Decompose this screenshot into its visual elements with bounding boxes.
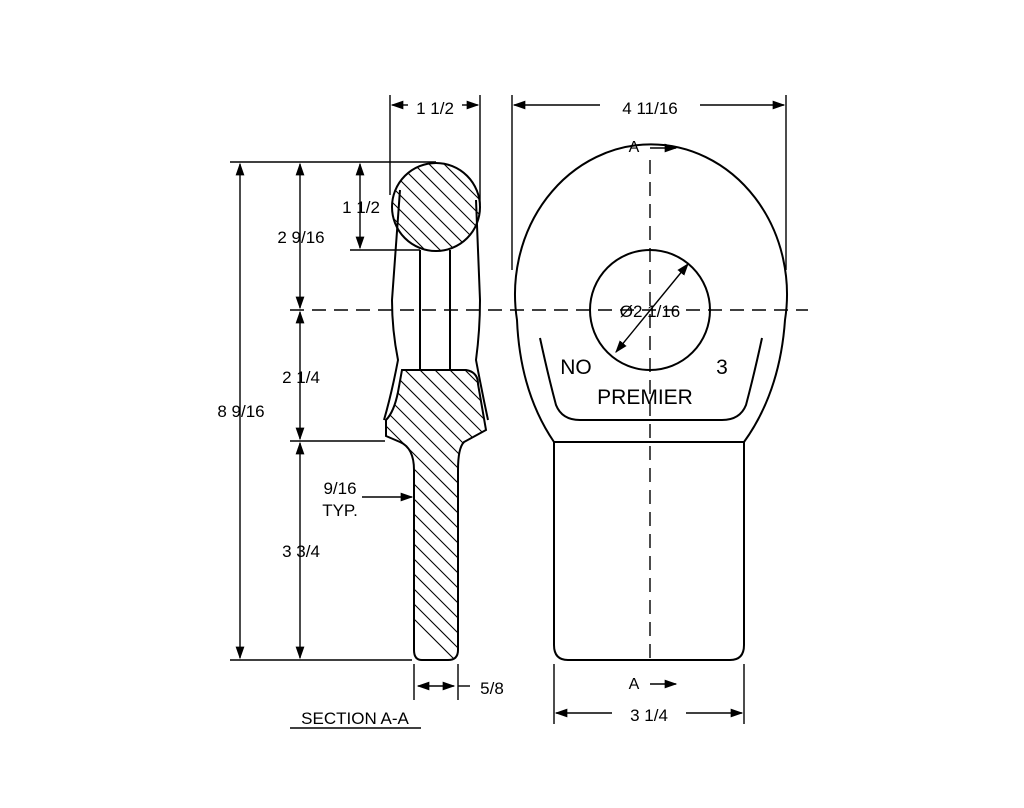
eye-left-edge bbox=[383, 189, 401, 421]
stamp-no: NO bbox=[560, 356, 592, 379]
hole-diameter-label: Ø2 1/16 bbox=[620, 302, 681, 321]
eye-outline bbox=[514, 143, 788, 661]
shank-width-label: 3 1/4 bbox=[630, 706, 668, 725]
labels: 1 1/2 1 1/2 2 9/16 2 1/4 8 9/16 9/16 TYP… bbox=[217, 99, 727, 728]
shank-section bbox=[385, 369, 488, 661]
eye-right-edge bbox=[474, 199, 489, 421]
front-view bbox=[511, 95, 788, 724]
top-width-label: 1 1/2 bbox=[416, 99, 454, 118]
section-marker-top: A bbox=[629, 139, 640, 156]
chamfer-value-label: 9/16 bbox=[323, 479, 356, 498]
shank-length-label: 3 3/4 bbox=[282, 542, 320, 561]
stamp-number: 3 bbox=[716, 356, 728, 379]
eye-width-label: 4 11/16 bbox=[622, 99, 677, 118]
stamp-pad bbox=[539, 337, 763, 421]
ball-section bbox=[391, 162, 481, 252]
center-to-shank-label: 2 1/4 bbox=[282, 368, 320, 387]
stamp-premier: PREMIER bbox=[597, 386, 693, 409]
section-title: SECTION A-A bbox=[301, 709, 409, 728]
ball-hatching bbox=[392, 163, 480, 251]
shank-thickness-label: 5/8 bbox=[480, 679, 504, 698]
ball-diameter-label: 1 1/2 bbox=[342, 198, 380, 217]
overall-length-label: 8 9/16 bbox=[217, 402, 264, 421]
section-view bbox=[230, 95, 808, 729]
ball-to-center-label: 2 9/16 bbox=[277, 228, 324, 247]
hole-diameter-dim bbox=[615, 263, 689, 353]
chamfer-note-label: TYP. bbox=[322, 501, 358, 520]
section-marker-bottom: A bbox=[629, 676, 640, 693]
